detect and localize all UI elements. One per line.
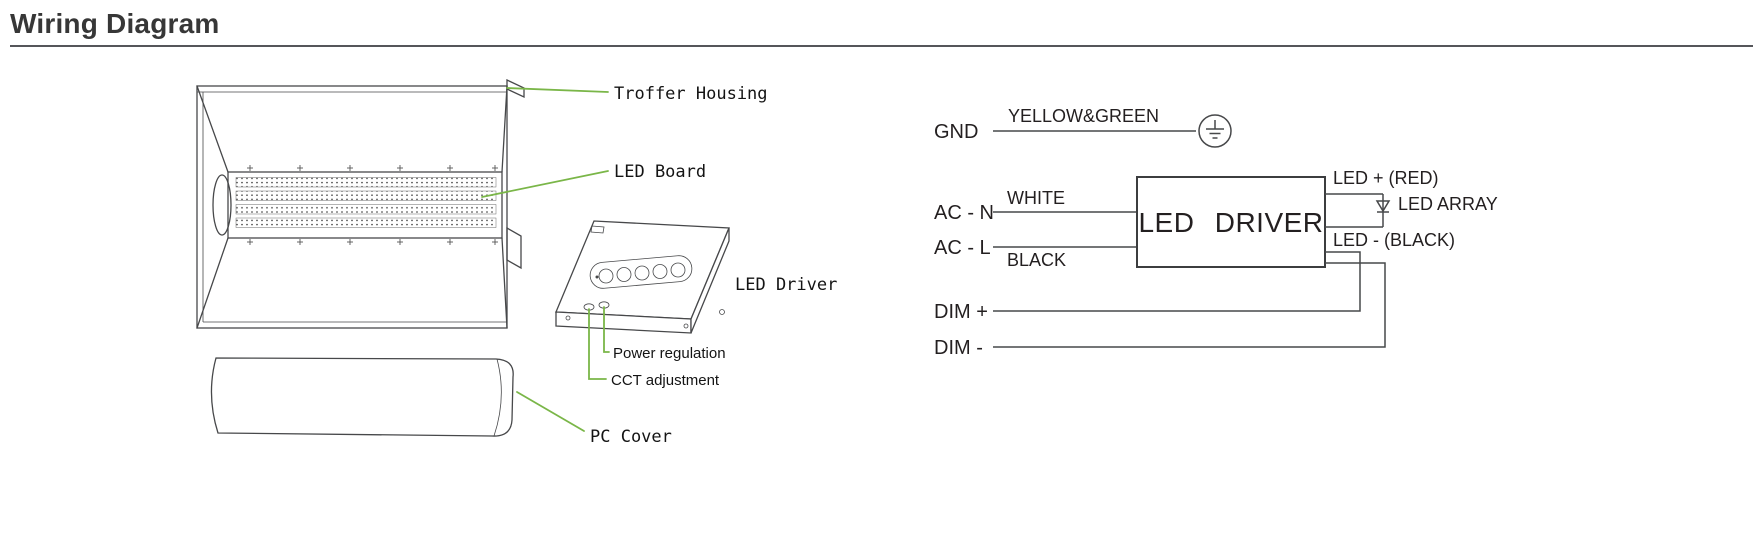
earth-ground-icon (1198, 114, 1232, 148)
driver-right-face (690, 227, 730, 334)
troffer-housing-label: Troffer Housing (614, 84, 768, 104)
cct-adjustment-leader (588, 308, 607, 380)
dim-plus-label: DIM + (934, 301, 988, 323)
troffer-housing-drawing: Troffer Housing LED Board (196, 78, 768, 329)
led-driver-box (1136, 176, 1326, 268)
led-minus-label: LED - (BLACK) (1333, 230, 1455, 250)
pc-cover-outline (210, 357, 514, 437)
led-diode-icon (1375, 200, 1391, 213)
led-board-leader (481, 170, 609, 198)
dim-minus-label: DIM - (934, 337, 983, 359)
ac-l-label: AC - L (934, 237, 991, 259)
gnd-label: GND (934, 121, 978, 143)
pc-cover-drawing: PC Cover (210, 357, 672, 447)
ac-n-wire-color-label: WHITE (1007, 188, 1065, 208)
led-array-label: LED ARRAY (1398, 194, 1498, 214)
pc-cover-label: PC Cover (590, 427, 672, 447)
power-regulation-leader (603, 306, 610, 353)
led-driver-label: LED Driver (735, 275, 837, 295)
power-regulation-label: Power regulation (613, 345, 726, 362)
led-board-label: LED Board (614, 162, 706, 182)
dim-minus-wire (993, 262, 1386, 348)
board-end-cap (212, 174, 232, 236)
driver-knockout-plate (589, 255, 693, 289)
led-plus-label: LED + (RED) (1333, 168, 1439, 188)
led-driver-drawing: LED Driver Power regulation CCT adjustme… (555, 220, 837, 389)
housing-bracket-top (506, 78, 525, 99)
ac-n-label: AC - N (934, 202, 994, 224)
housing-bracket-side (506, 226, 522, 270)
led-board-drawing (212, 164, 503, 246)
pc-cover-leader (516, 391, 585, 432)
title-divider (10, 45, 1753, 47)
led-driver-box-label: LED DRIVER (1138, 207, 1323, 238)
cct-adjustment-label: CCT adjustment (611, 372, 720, 389)
page-title: Wiring Diagram (10, 8, 220, 39)
dim-plus-wire (993, 251, 1361, 312)
troffer-housing-leader (506, 87, 609, 93)
ac-l-wire-color-label: BLACK (1007, 250, 1066, 270)
housing-outline (196, 85, 508, 329)
gnd-wire-color-label: YELLOW&GREEN (1008, 106, 1159, 126)
wiring-schematic: GND YELLOW&GREEN AC - N WHITE AC - L BLA… (934, 106, 1498, 359)
